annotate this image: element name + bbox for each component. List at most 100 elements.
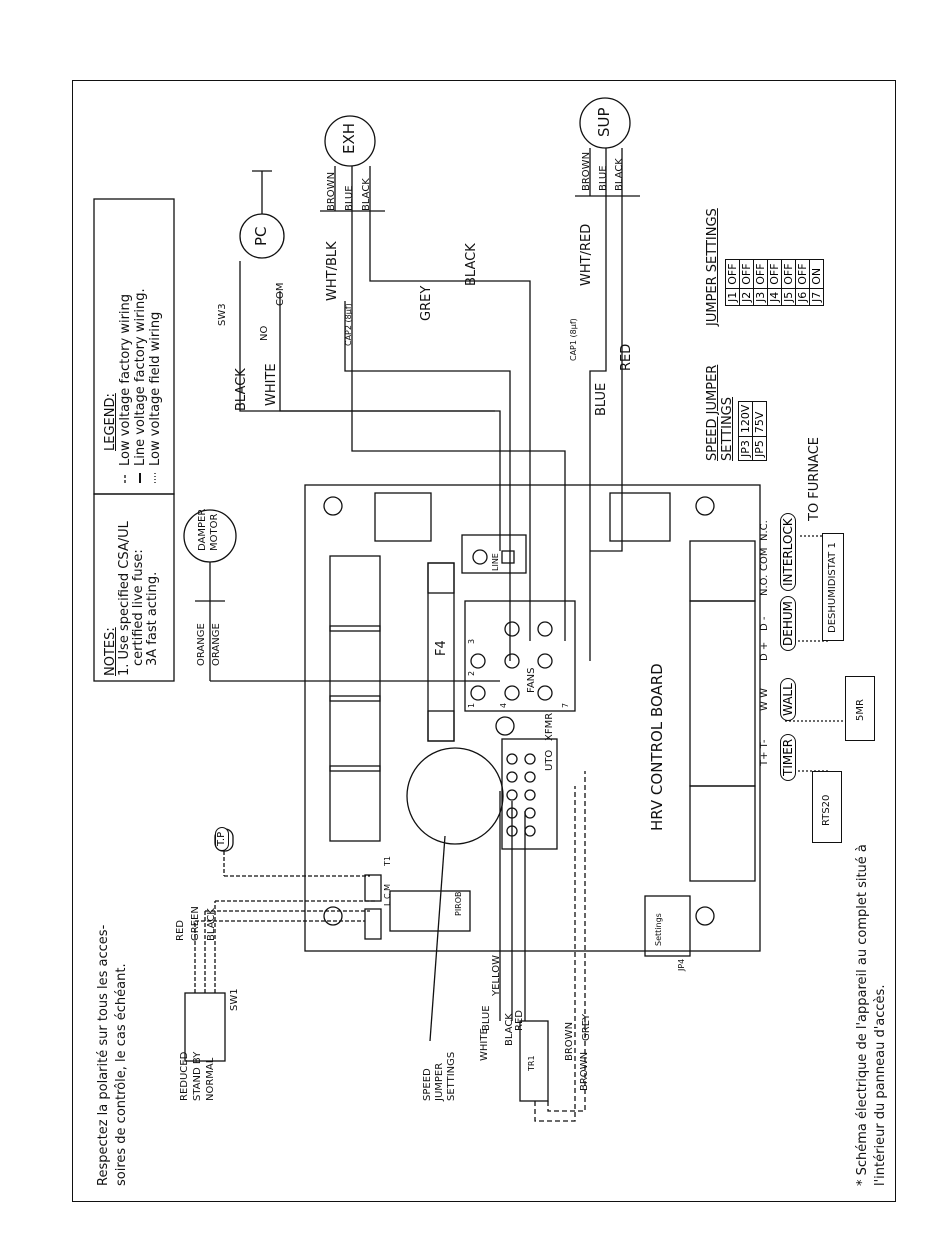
switch-position-standby: STAND BY (192, 1051, 203, 1101)
notes-line1: 1. Use specified CSA/UL (117, 521, 132, 676)
timer-terminal: TIMER (780, 733, 796, 781)
control-board-label: HRV CONTROL BOARD (648, 663, 666, 831)
legend-item-2: Line voltage factory wiring. (133, 288, 148, 466)
interlock-terminal: INTERLOCK (780, 513, 796, 591)
jumper-value: OFF (739, 259, 754, 289)
wire-label-tr-grey: GREY (581, 1013, 592, 1041)
jumper-key: J3 (753, 288, 768, 306)
legend-title: LEGEND: (103, 393, 118, 451)
wire-label-black-pc: BLACK (234, 368, 249, 411)
wire-label-blue-run: BLUE (594, 382, 609, 416)
wire-label-black-run: BLACK (464, 243, 479, 286)
nc-label: N.C. (759, 520, 770, 541)
xfmr-label: XFMR (544, 712, 555, 741)
jumper-value: OFF (753, 259, 768, 289)
legend-item-3: Low voltage field wiring (148, 311, 163, 466)
wire-label-orange-2: ORANGE (211, 623, 222, 666)
sw3-label: SW3 (217, 303, 228, 326)
wire-label-brown-exh: BROWN (326, 171, 337, 211)
speed-jumper-key: JP3 (738, 436, 753, 461)
notes-line3: 3A fast acting. (145, 571, 160, 666)
wire-label-tr-yellow: YELLOW (491, 955, 502, 996)
jumper-value: OFF (725, 259, 740, 289)
wire-label-sw-red: RED (175, 920, 186, 941)
line-block-label: LINE (491, 553, 500, 571)
jumper-settings-title: JUMPER SETTINGS (705, 208, 720, 326)
jumper-value: OFF (795, 259, 810, 289)
to-furnace-label: TO FURNACE (807, 436, 822, 521)
speed-jumper-title-2: SETTINGS (720, 396, 735, 461)
sw3-com-label: COM (275, 282, 286, 306)
wire-label-wht-red: WHT/RED (579, 223, 594, 286)
wire-label-tr-blue: BLUE (481, 1005, 492, 1031)
wire-label-tr-red: RED (514, 1010, 525, 1031)
polarity-note-line2: soires de contrôle, le cas échéant. (114, 963, 129, 1186)
footer-note-line2: l'intérieur du panneau d'accès. (873, 984, 888, 1186)
wire-label-brown-sup: BROWN (581, 151, 592, 191)
speed-jumper-callout-1: SPEED (422, 1068, 433, 1101)
fans-pin-7: 7 (561, 702, 570, 708)
exh-motor-label: EXH (340, 122, 358, 154)
wire-label-black-exh: BLACK (361, 178, 372, 211)
speed-jumper-value: 120V (738, 401, 753, 437)
settings-label: Settings (654, 913, 663, 946)
cap1-label: CAP1 (8µf) (569, 318, 578, 361)
wire-label-black-sup: BLACK (614, 158, 625, 191)
jumper-value: ON (809, 259, 824, 289)
speed-jumper-key: JP5 (752, 436, 767, 461)
speed-jumper-callout-2: JUMPER (434, 1062, 445, 1101)
t1-label: T1 (383, 856, 392, 866)
jumper-key: J4 (767, 288, 782, 306)
damper-motor-label-1: DAMPER (197, 508, 208, 551)
d-minus-label: D - (759, 616, 770, 632)
tp-sensor: T.P (215, 826, 229, 851)
rts20-label: RTS20 (821, 794, 832, 826)
jp4-label: JP4 (677, 958, 686, 971)
t-terminals-label: T+ T- (759, 739, 770, 766)
damper-motor-label-2: MOTOR (209, 513, 220, 551)
fans-pin-2: 2 (467, 670, 476, 676)
wire-label-wht-blk: WHT/BLK (325, 241, 340, 301)
jumper-key: J1 (725, 288, 740, 306)
polarity-note-line1: Respectez la polarité sur tous les acces… (96, 924, 111, 1186)
cap2-label: CAP2 (8µf) (344, 303, 353, 346)
jumper-key: J2 (739, 288, 754, 306)
fivemr-label: 5MR (855, 699, 866, 721)
fans-pin-3: 3 (467, 638, 476, 644)
wire-label-orange-1: ORANGE (196, 623, 207, 666)
jumper-value: OFF (767, 259, 782, 289)
speed-jumper-title-1: SPEED JUMPER (705, 364, 720, 461)
speed-jumper-callout-3: SETTINGS (446, 1051, 457, 1101)
jumper-key: J5 (781, 288, 796, 306)
wire-label-white-pc: WHITE (264, 363, 279, 406)
control-board-outline (304, 484, 761, 952)
legend-box (93, 198, 175, 495)
wire-label-tr-white: WHITE (479, 1028, 490, 1061)
sw1-label: SW1 (229, 988, 240, 1011)
com-terminal-label: COM (759, 547, 770, 571)
wire-label-blue-sup: BLUE (598, 165, 609, 191)
legend-item-1: Low voltage factory wiring (118, 293, 133, 466)
fans-pin-1: 1 (467, 702, 476, 708)
fuse-label: F4 (434, 640, 449, 656)
wire-label-sw-black: BLACK (206, 908, 217, 941)
speed-jumper-value: 75V (752, 401, 767, 437)
wire-label-blue-exh: BLUE (344, 185, 355, 211)
jumper-value: OFF (781, 259, 796, 289)
wire-label-grey-run: GREY (419, 285, 434, 321)
wall-terminal: WALL (780, 678, 796, 721)
lcm-label: L C M (383, 883, 392, 906)
wire-label-tr-brown-2: BROWN (579, 1051, 590, 1091)
d-plus-label: D + (759, 641, 770, 661)
